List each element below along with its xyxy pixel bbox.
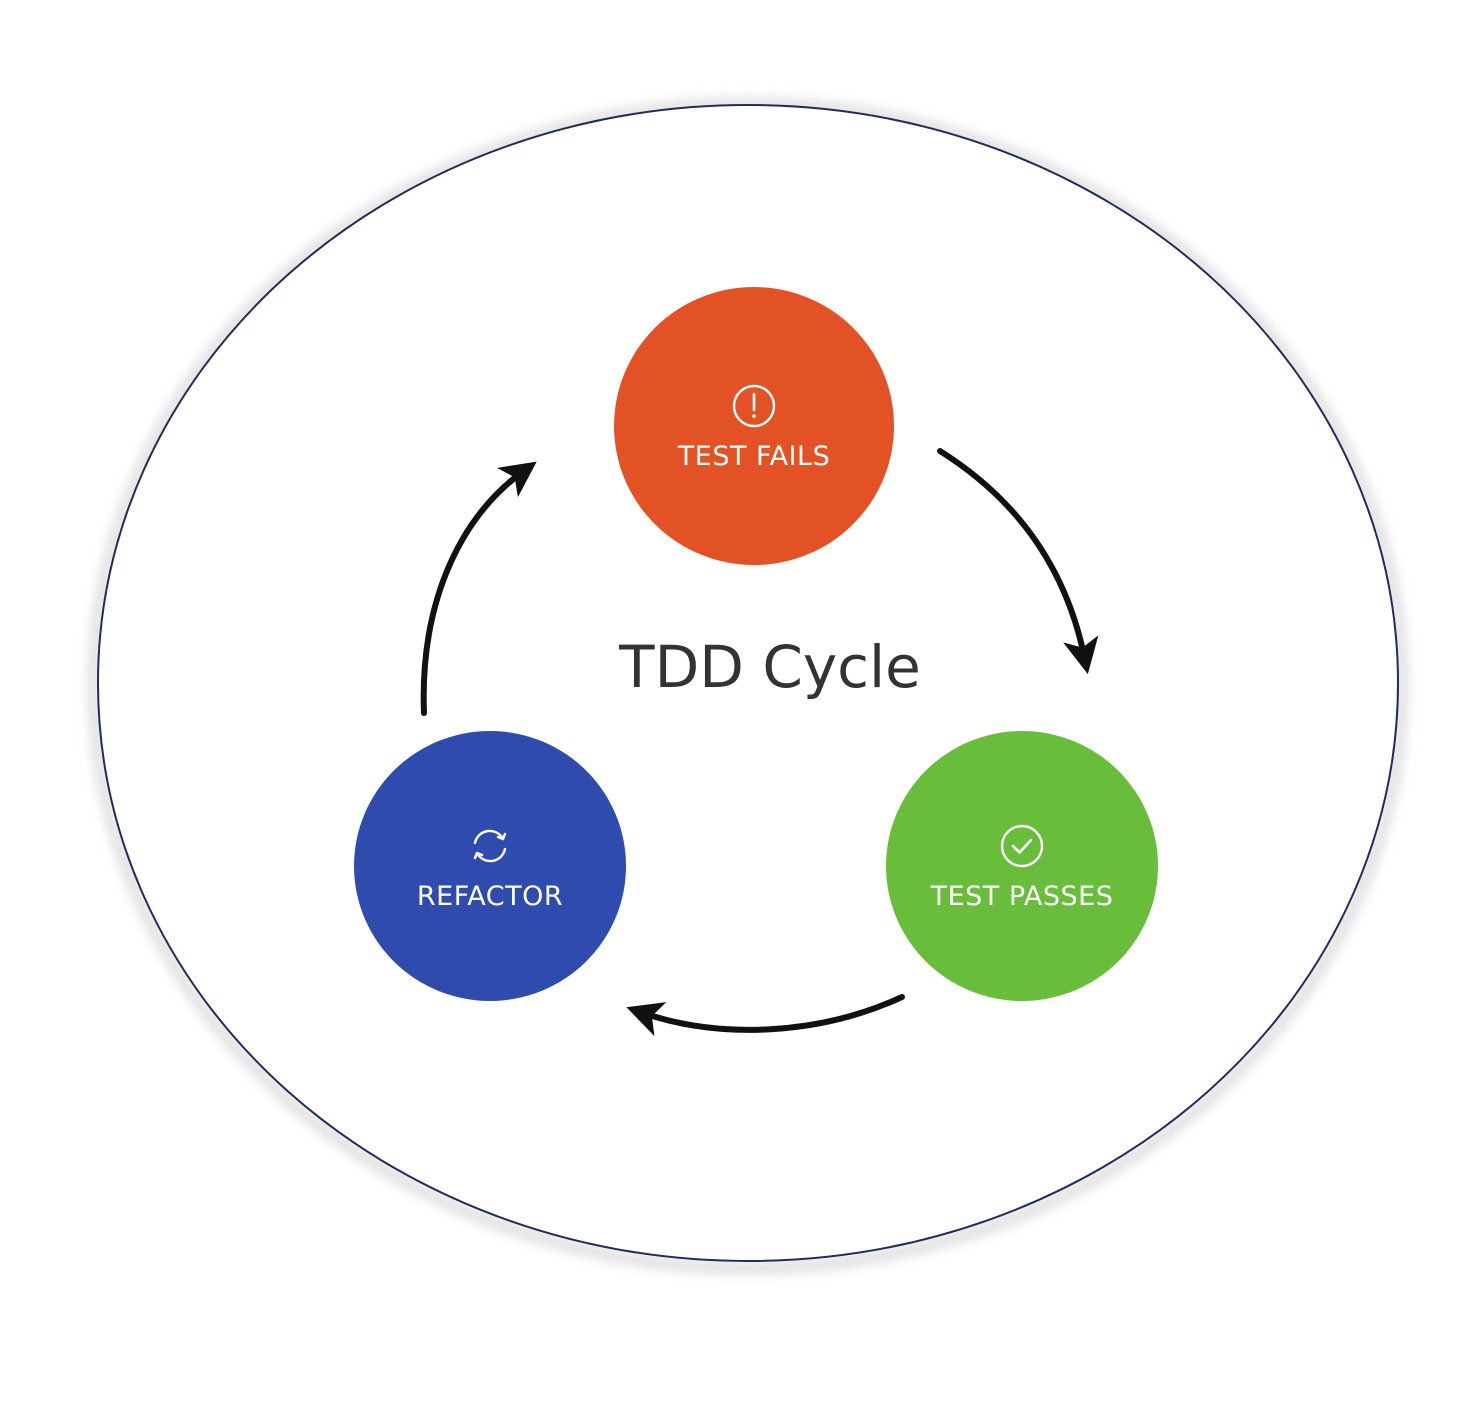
exclamation-circle-icon (732, 384, 776, 427)
node-refactor: REFACTOR (354, 731, 626, 1001)
diagram-title: TDD Cycle (619, 633, 921, 701)
node-test-fails: TEST FAILS (614, 287, 894, 565)
node-label-test-passes: TEST PASSES (930, 880, 1114, 912)
node-label-refactor: REFACTOR (416, 880, 564, 912)
node-label-test-fails: TEST FAILS (677, 440, 831, 472)
arrow-passes-to-refactor (626, 994, 905, 1037)
refresh-icon (473, 829, 507, 862)
arrow-fails-to-passes (937, 448, 1099, 675)
arrow-refactor-to-fails (420, 461, 537, 716)
node-test-passes: TEST PASSES (886, 731, 1158, 1001)
checkmark-circle-icon (1000, 824, 1044, 867)
